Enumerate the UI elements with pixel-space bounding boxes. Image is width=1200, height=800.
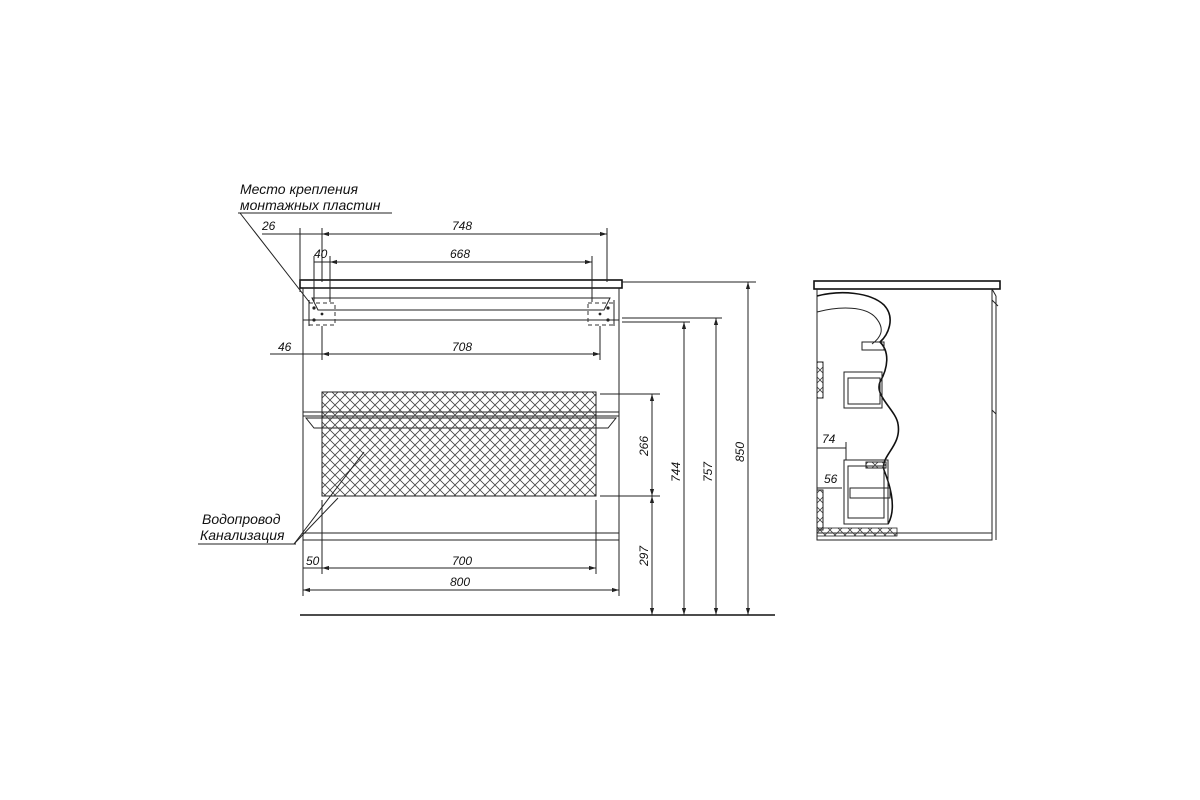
dim-708: 708 xyxy=(452,340,472,354)
dim-748: 748 xyxy=(452,219,472,233)
dim-50: 50 xyxy=(306,554,320,568)
dim-757: 757 xyxy=(701,461,715,482)
dim-40: 40 xyxy=(314,247,328,261)
dim-46: 46 xyxy=(278,340,292,354)
dim-668: 668 xyxy=(450,247,470,261)
mounting-plate-left xyxy=(308,300,336,326)
side-view: 74 56 xyxy=(813,280,1001,541)
dim-297: 297 xyxy=(637,545,651,567)
pipes-label-line2: Канализация xyxy=(200,527,285,543)
mounting-label-line1: Место крепления xyxy=(240,181,359,197)
dim-26: 26 xyxy=(261,219,276,233)
horizontal-dimensions: 748 26 40 668 46 708 50 700 800 xyxy=(261,219,620,596)
countertop xyxy=(299,279,623,289)
mounting-label-line2: монтажных пластин xyxy=(240,197,381,213)
dim-700: 700 xyxy=(452,554,472,568)
pipe-zone xyxy=(321,391,597,497)
mounting-plate-right xyxy=(587,300,615,326)
dim-266: 266 xyxy=(637,436,651,457)
mounting-callout: Место крепления монтажных пластин xyxy=(238,181,392,304)
dim-744: 744 xyxy=(669,462,683,482)
pipes-callout: Водопровод Канализация xyxy=(198,451,365,545)
dim-74: 74 xyxy=(822,432,836,446)
dim-800: 800 xyxy=(450,575,470,589)
front-view xyxy=(299,279,775,616)
pipes-label-line1: Водопровод xyxy=(202,511,281,527)
vertical-dimensions: 266 297 744 757 850 xyxy=(600,281,756,615)
dim-56: 56 xyxy=(824,472,838,486)
side-countertop xyxy=(813,280,1001,290)
dim-850: 850 xyxy=(733,442,747,462)
